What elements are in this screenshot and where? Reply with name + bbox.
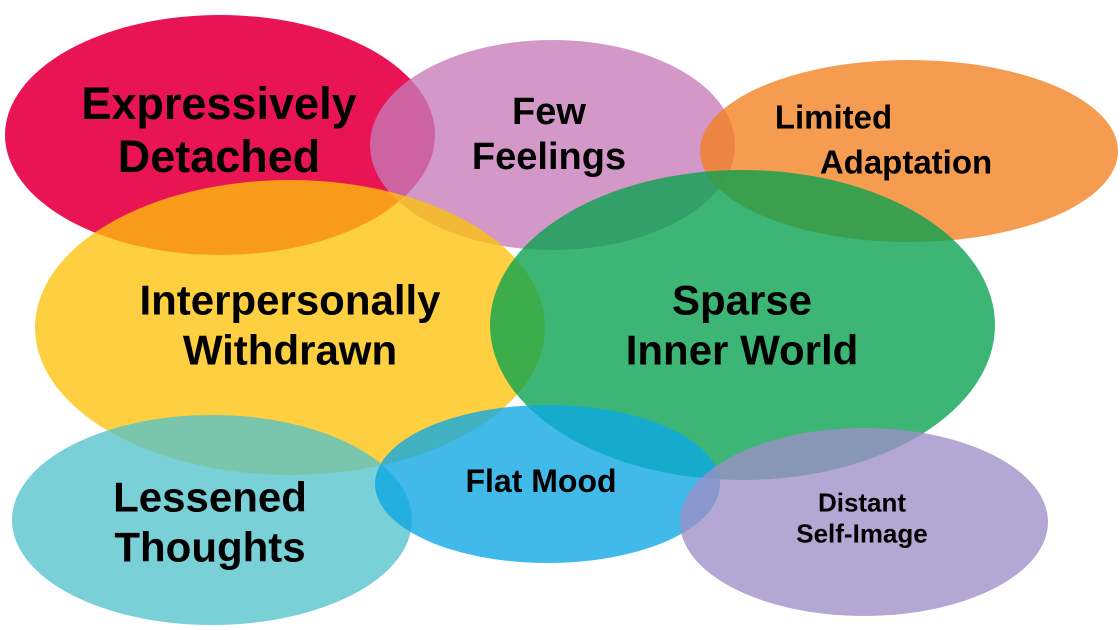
label-interpersonally-withdrawn: Interpersonally Withdrawn (139, 276, 441, 373)
label-flat-mood: Flat Mood (465, 463, 617, 500)
label-lessened-thoughts: Lessened Thoughts (113, 473, 307, 570)
label-limited-adaptation: Limited Adaptation (774, 98, 993, 180)
label-sparse-inner-world: Sparse Inner World (625, 276, 859, 373)
ellipse-flat-mood (375, 405, 720, 563)
ellipse-lessened-thoughts (12, 415, 412, 625)
ellipse-distant-self-image (680, 428, 1048, 616)
label-few-feelings: Few Feelings (471, 91, 627, 178)
label-distant-self-image: Distant Self-Image (796, 487, 928, 548)
label-expressively-detached: Expressively Detached (81, 77, 357, 182)
